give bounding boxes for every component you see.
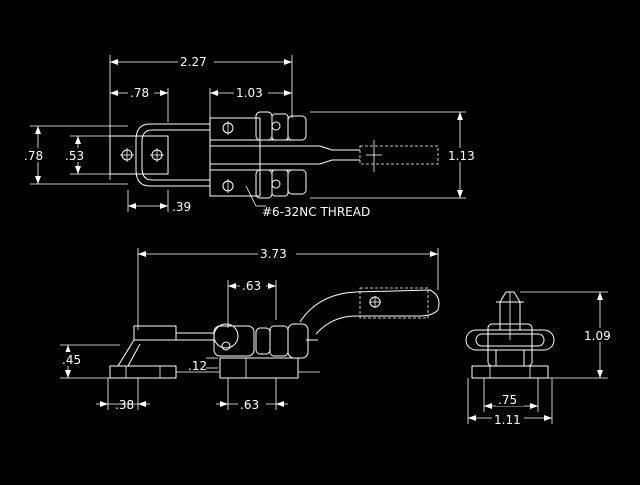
dim-bottom-small: .39 <box>172 200 191 214</box>
top-view: 2.27 .78 1.03 .78 .53 <box>22 54 476 219</box>
dim-side-height: .45 <box>62 353 81 367</box>
side-view: 3.73 .63 <box>60 246 440 412</box>
dim-left-inner: .53 <box>65 149 84 163</box>
dim-side-small: .12 <box>188 359 207 373</box>
dim-side-overall: 3.73 <box>260 247 287 261</box>
dim-end-outer: 1.11 <box>494 413 521 427</box>
dim-right-height: 1.13 <box>448 149 475 163</box>
thread-note: #6-32NC THREAD <box>262 205 370 219</box>
dim-top-left-seg: .78 <box>130 86 149 100</box>
end-view: 1.09 .75 1.11 <box>465 291 616 427</box>
dim-left-height: .78 <box>24 149 43 163</box>
dim-side-base-left: .38 <box>115 398 134 412</box>
dim-top-overall: 2.27 <box>180 55 207 69</box>
dim-end-height: 1.09 <box>584 329 611 343</box>
dim-end-inner: .75 <box>498 393 517 407</box>
dim-side-upper: .63 <box>242 279 261 293</box>
dim-side-base-mid: .63 <box>240 398 259 412</box>
dim-top-mid-seg: 1.03 <box>236 86 263 100</box>
